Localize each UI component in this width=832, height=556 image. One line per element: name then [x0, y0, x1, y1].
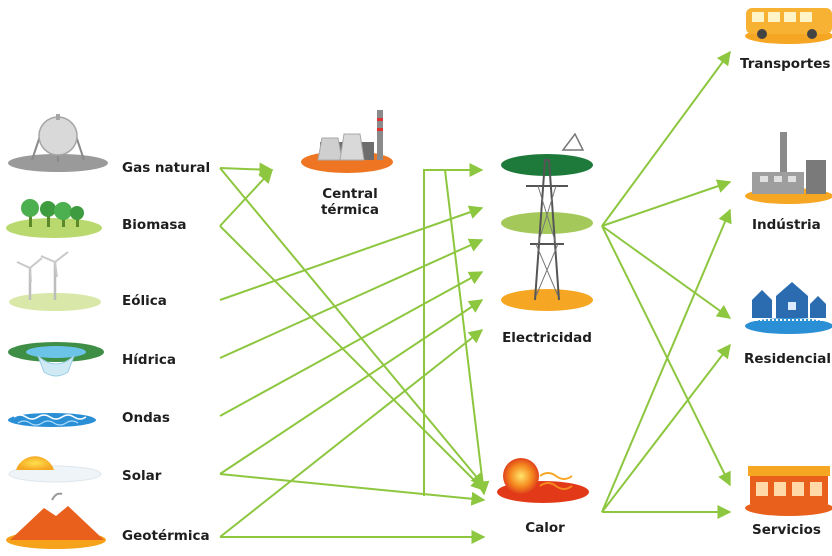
- flow-arrow-hid-to-electricity: [219, 238, 484, 359]
- factory-icon: [745, 132, 832, 204]
- source-label-gas-natural: Gas natural: [122, 160, 211, 176]
- flow-arrow-gas-to-heat: [219, 167, 485, 488]
- sector-label-industria: Indústria: [752, 217, 821, 233]
- thermal-plant-label-line1: Central: [322, 186, 378, 202]
- flow-arrow-electricity-to-res: [601, 225, 732, 319]
- flow-arrow-geo-to-electricity: [219, 329, 484, 538]
- sector-label-residencial: Residencial: [744, 351, 832, 367]
- flow-arrow-sol-to-electricity: [219, 299, 484, 475]
- source-label-eolica: Eólica: [122, 293, 167, 309]
- dam-icon: [8, 342, 104, 377]
- source-label-biomasa: Biomasa: [122, 217, 187, 233]
- flow-arrow-electricity-to-ind: [601, 179, 732, 227]
- power-tower-icon: [501, 132, 593, 311]
- source-label-solar: Solar: [122, 468, 162, 484]
- flow-arrow-thermal-to-electricity: [423, 163, 484, 496]
- source-label-hidrica: Hídrica: [122, 352, 176, 368]
- source-label-ondas: Ondas: [122, 410, 170, 426]
- sun-icon: [8, 456, 102, 483]
- volcano-icon: [6, 492, 106, 549]
- flow-arrow-sol-to-heat: [219, 473, 486, 506]
- flow-arrow-bio-to-thermal: [219, 168, 273, 227]
- flow-arrow-bio-to-heat: [219, 225, 485, 491]
- flow-arrow-gas-to-thermal: [219, 162, 274, 177]
- houses-icon: [745, 282, 832, 334]
- flow-arrow-eol-to-electricity: [219, 205, 484, 301]
- shop-icon: [745, 466, 832, 516]
- flow-arrow-thermal-to-heat: [444, 169, 490, 496]
- waves-icon: [8, 413, 96, 427]
- flow-arrows: [219, 50, 732, 544]
- flow-arrow-electricity-to-serv: [601, 225, 731, 487]
- electricity-label: Electricidad: [502, 330, 592, 346]
- heat-icon: [497, 458, 589, 503]
- flow-arrow-electricity-to-trans: [601, 50, 731, 227]
- flow-arrow-heat-to-ind: [601, 208, 732, 513]
- flow-arrow-ond-to-electricity: [219, 271, 484, 417]
- trees-icon: [6, 199, 102, 238]
- sector-label-servicios: Servicios: [752, 522, 821, 538]
- heat-label: Calor: [525, 520, 565, 536]
- bus-icon: [745, 8, 832, 44]
- flow-arrow-heat-to-res: [601, 343, 731, 513]
- thermal-plant-label: Central térmica: [300, 186, 400, 218]
- wind-turbine-icon: [9, 251, 101, 311]
- gas-tank-icon: [8, 114, 108, 172]
- thermal-plant-label-line2: térmica: [320, 202, 380, 218]
- sector-label-transportes: Transportes: [740, 56, 831, 72]
- source-label-geotermica: Geotérmica: [122, 528, 210, 544]
- power-plant-icon: [301, 110, 393, 173]
